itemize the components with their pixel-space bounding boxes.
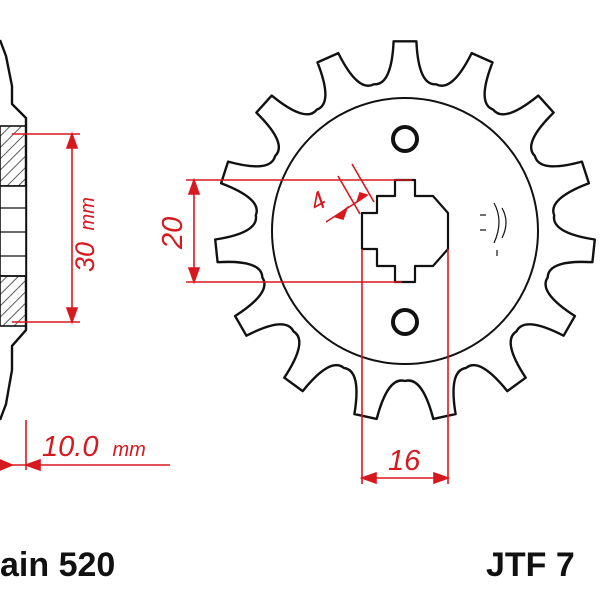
offset-dimension [0,420,170,472]
sprocket-front-view [214,40,596,421]
offset-dimension-label: 10.0 mm [42,431,146,463]
bore-height-dimension [186,177,412,285]
manufacturer-mark-icon [480,202,507,256]
spline-section [0,185,27,277]
part-number-caption: JTF 7 [486,546,575,584]
chain-size-caption: ain 520 [0,546,116,584]
side-section-view: 30 mm 10.0 mm [0,39,170,472]
spline-width-dimension [359,249,451,485]
hub-circle [271,97,539,365]
slot-width-dimension [325,163,375,223]
hub-section-lower [0,275,27,327]
spline-width-label: 16 [388,445,421,477]
mounting-hole-bottom [391,308,419,336]
mounting-hole-top [391,125,419,153]
bore-height-label: 20 [157,217,189,250]
thickness-dimension [12,131,80,325]
thickness-dimension-label: 30 mm [70,197,100,272]
hub-section-upper [0,125,27,187]
